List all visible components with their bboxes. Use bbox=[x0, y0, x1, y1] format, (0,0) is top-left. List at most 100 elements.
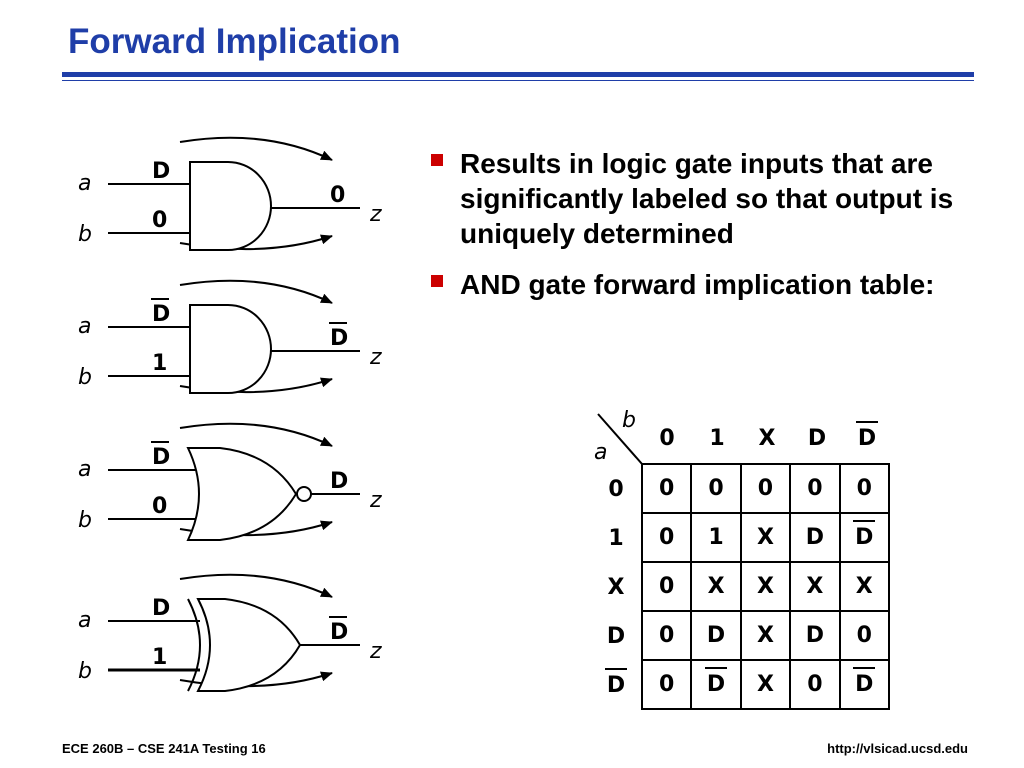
table-cell-value: 0 bbox=[659, 574, 675, 599]
bullet-text: AND gate forward implication table: bbox=[460, 269, 935, 300]
output-z-label: z bbox=[369, 345, 382, 370]
table-cell: 0 bbox=[739, 463, 792, 514]
arrow-a-to-z bbox=[179, 573, 333, 598]
table-cell: D bbox=[838, 512, 891, 563]
table-cell: 0 bbox=[838, 610, 891, 661]
input-b-label: b bbox=[78, 365, 92, 390]
nor-gate-body bbox=[186, 447, 298, 541]
table-cell: 0 bbox=[640, 610, 693, 661]
arrow-b-to-z bbox=[179, 671, 333, 688]
xor-gate-body bbox=[196, 598, 302, 692]
input-b-value: 0 bbox=[152, 208, 167, 233]
table-cell-value: 0 bbox=[659, 672, 675, 697]
title-underline-thin bbox=[62, 80, 974, 81]
table-cell: 0 bbox=[640, 561, 693, 612]
output-z-label: z bbox=[369, 202, 382, 227]
table-cell-value: 1 bbox=[708, 525, 724, 550]
table-cell-value: D bbox=[853, 520, 876, 550]
table-cell-value: D bbox=[853, 667, 876, 697]
table-corner-diagonal bbox=[597, 413, 643, 465]
table-cell-value: 0 bbox=[856, 476, 872, 501]
row-header-value: 0 bbox=[608, 477, 624, 502]
table-cell-value: 0 bbox=[659, 476, 675, 501]
input-b-label: b bbox=[78, 659, 92, 684]
table-cell-value: X bbox=[756, 525, 774, 550]
slide-title: Forward Implication bbox=[68, 22, 401, 61]
corner-label-b: b bbox=[622, 408, 636, 433]
input-b-value: 1 bbox=[152, 645, 167, 670]
input-a-label: a bbox=[78, 457, 91, 482]
row-header: D bbox=[596, 668, 636, 698]
table-cell: X bbox=[690, 561, 742, 612]
table-cell-value: 0 bbox=[659, 623, 675, 648]
table-cell-value: 0 bbox=[856, 623, 872, 648]
and-gate-body bbox=[189, 161, 272, 251]
row-header-value: X bbox=[607, 575, 625, 600]
table-cell: 0 bbox=[640, 512, 693, 563]
input-a-label: a bbox=[78, 171, 91, 196]
output-z-value: D bbox=[330, 469, 348, 494]
arrow-a-to-z bbox=[179, 136, 333, 161]
table-cell: X bbox=[789, 561, 841, 612]
input-a-label: a bbox=[78, 314, 91, 339]
output-z-value: D bbox=[330, 326, 348, 351]
table-cell: D bbox=[690, 610, 742, 661]
footer-course: ECE 260B – CSE 241A Testing 16 bbox=[62, 741, 266, 756]
column-header-value: X bbox=[758, 426, 776, 451]
input-b-label: b bbox=[78, 222, 92, 247]
table-cell: D bbox=[789, 610, 841, 661]
table-cell-value: 0 bbox=[807, 476, 823, 501]
bullet-text: Results in logic gate inputs that are si… bbox=[460, 148, 954, 249]
column-header: X bbox=[743, 426, 791, 451]
table-cell-value: X bbox=[756, 574, 774, 599]
table-cell: D bbox=[838, 659, 891, 710]
table-cell-value: X bbox=[707, 574, 725, 599]
title-underline bbox=[62, 72, 974, 77]
table-cell-value: X bbox=[756, 672, 774, 697]
table-cell: 0 bbox=[640, 659, 693, 710]
table-cell: 1 bbox=[690, 512, 742, 563]
row-header-value: D bbox=[606, 624, 626, 649]
table-cell-value: 0 bbox=[708, 476, 724, 501]
row-header: 1 bbox=[596, 526, 636, 551]
table-cell-value: X bbox=[806, 574, 824, 599]
column-header: D bbox=[843, 421, 891, 451]
row-header: X bbox=[596, 575, 636, 600]
input-b-value: 1 bbox=[152, 351, 167, 376]
table-cell: D bbox=[789, 512, 841, 563]
table-cell: X bbox=[739, 659, 792, 710]
arrow-a-to-z bbox=[179, 422, 333, 447]
gate-nor bbox=[108, 422, 360, 541]
gate-and-2 bbox=[108, 279, 360, 394]
row-header-value: 1 bbox=[608, 526, 624, 551]
table-cell: D bbox=[690, 659, 742, 710]
input-a-value: D bbox=[152, 159, 170, 184]
gate-and-1 bbox=[108, 136, 360, 251]
gate-xor bbox=[108, 573, 360, 692]
corner-label-a: a bbox=[594, 440, 608, 465]
table-cell: X bbox=[739, 610, 792, 661]
table-cell-value: X bbox=[756, 623, 774, 648]
input-b-label: b bbox=[78, 508, 92, 533]
bullet-square-icon bbox=[431, 275, 443, 287]
row-header-value: D bbox=[604, 668, 628, 698]
table-cell: 0 bbox=[789, 659, 841, 710]
and-gate-body bbox=[189, 304, 272, 394]
table-cell: 0 bbox=[690, 463, 742, 514]
column-header-value: 1 bbox=[709, 426, 725, 451]
table-cell-value: D bbox=[805, 525, 824, 550]
column-header: D bbox=[793, 426, 841, 451]
table-cell: 0 bbox=[789, 463, 841, 514]
column-header-value: 0 bbox=[659, 426, 675, 451]
column-header: 1 bbox=[693, 426, 741, 451]
table-cell-value: 0 bbox=[757, 476, 774, 501]
table-cell-value: 0 bbox=[659, 525, 675, 550]
output-z-label: z bbox=[369, 639, 382, 664]
column-header-value: D bbox=[807, 426, 827, 451]
bullet-list: Results in logic gate inputs that are si… bbox=[428, 146, 988, 318]
